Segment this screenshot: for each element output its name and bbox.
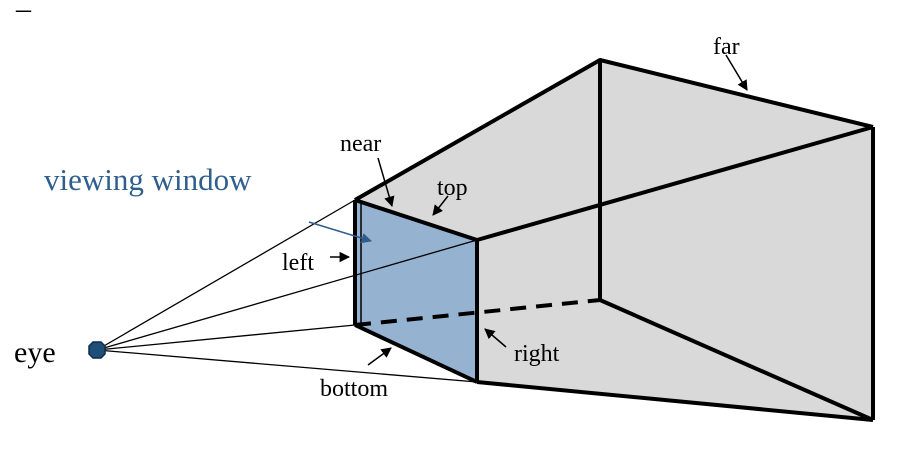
frustum-top-face <box>355 60 873 240</box>
sight-lines <box>96 199 478 383</box>
label-bottom: bottom <box>320 376 388 402</box>
label-right: right <box>514 341 560 367</box>
label-near: near <box>340 131 381 157</box>
label-eye: eye <box>14 336 56 369</box>
right-arrow <box>484 328 507 348</box>
far-arrow <box>725 54 748 91</box>
label-left: left <box>282 250 314 276</box>
top-arrow <box>432 195 449 216</box>
label-top: top <box>437 175 468 201</box>
frustum-right-face <box>477 127 873 420</box>
viewing-window-plane <box>355 200 477 382</box>
hidden-bottom-edge <box>354 298 601 327</box>
bottom-arrow <box>367 347 392 366</box>
label-viewing-window: viewing window <box>44 162 252 197</box>
viewing-window-arrow <box>308 221 373 244</box>
near-arrow <box>377 157 395 208</box>
label-far: far <box>713 34 740 60</box>
frustum-edges <box>353 58 875 422</box>
eye-point-icon <box>88 341 106 359</box>
label-top-cut: _ <box>15 0 32 15</box>
